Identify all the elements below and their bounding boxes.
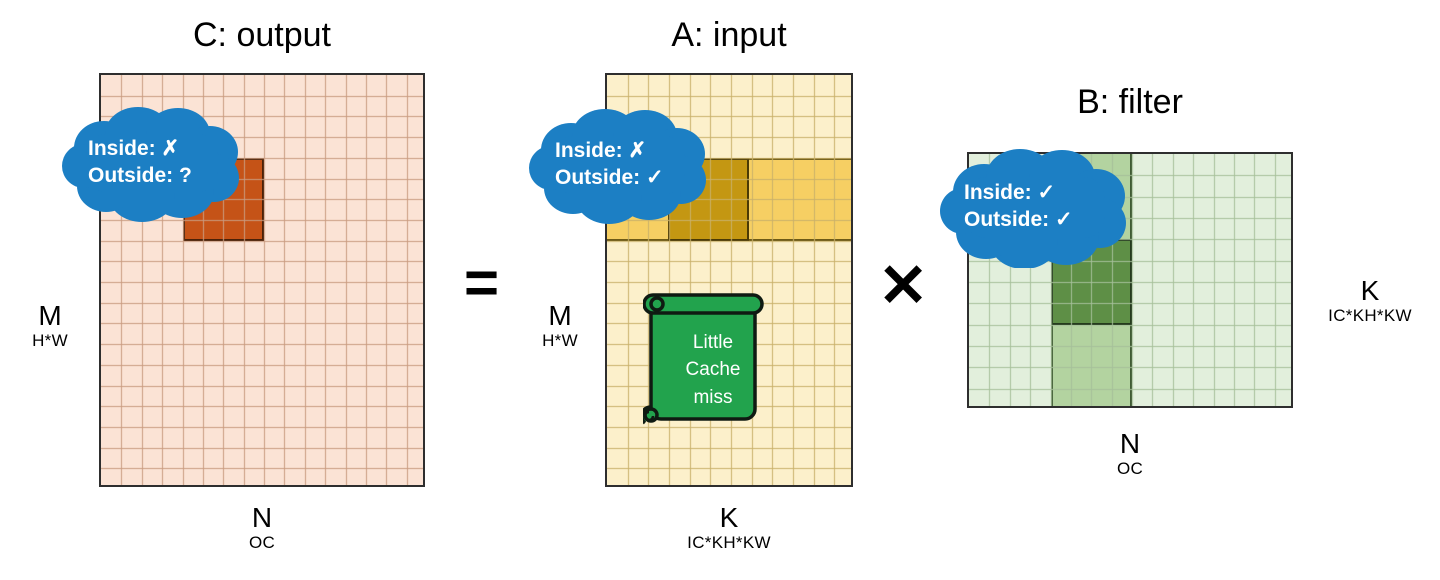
matrix-b-callout-cloud[interactable]: Inside: ✓ Outside: ✓	[940, 146, 1130, 268]
little-cache-miss-scroll[interactable]: Little Cache miss	[643, 281, 771, 427]
matrix-a-row-dim-big: M	[548, 300, 572, 331]
equals-operator: =	[464, 249, 500, 316]
matrix-b-col-dim-label: N OC	[1080, 428, 1180, 478]
matrix-c-col-dim-big: N	[251, 502, 273, 533]
matrix-c-row-dim-label: M H*W	[10, 300, 90, 350]
matrix-a-row-dim-label: M H*W	[520, 300, 600, 350]
matrix-a-col-dim-small: IC*KH*KW	[687, 533, 771, 553]
matrix-a-callout-cloud[interactable]: Inside: ✗ Outside: ✓	[529, 106, 709, 224]
matrix-c-col-dim-label: N OC	[202, 502, 322, 552]
matrix-b-row-dim-big: K	[1360, 275, 1380, 306]
matrix-b-row-dim-label: K IC*KH*KW	[1305, 275, 1435, 325]
times-operator: ✕	[878, 252, 929, 319]
matrix-a-col-dim-label: K IC*KH*KW	[649, 502, 809, 552]
matrix-b-title: B: filter	[1077, 83, 1183, 121]
matrix-b-col-dim-small: OC	[1116, 459, 1144, 479]
matrix-a-row-dim-small: H*W	[542, 331, 578, 351]
matrix-c-col-dim-small: OC	[248, 533, 276, 553]
matrix-b-col-dim-big: N	[1119, 428, 1141, 459]
matrix-a-title: A: input	[671, 16, 787, 54]
matrix-c-row-dim-small: H*W	[32, 331, 68, 351]
matrix-c-row-dim-big: M	[38, 300, 62, 331]
matrix-a-col-dim-big: K	[719, 502, 739, 533]
matrix-b-row-dim-small: IC*KH*KW	[1328, 306, 1412, 326]
matrix-c-callout-cloud[interactable]: Inside: ✗ Outside: ?	[62, 104, 242, 222]
matrix-c-title: C: output	[193, 16, 331, 54]
